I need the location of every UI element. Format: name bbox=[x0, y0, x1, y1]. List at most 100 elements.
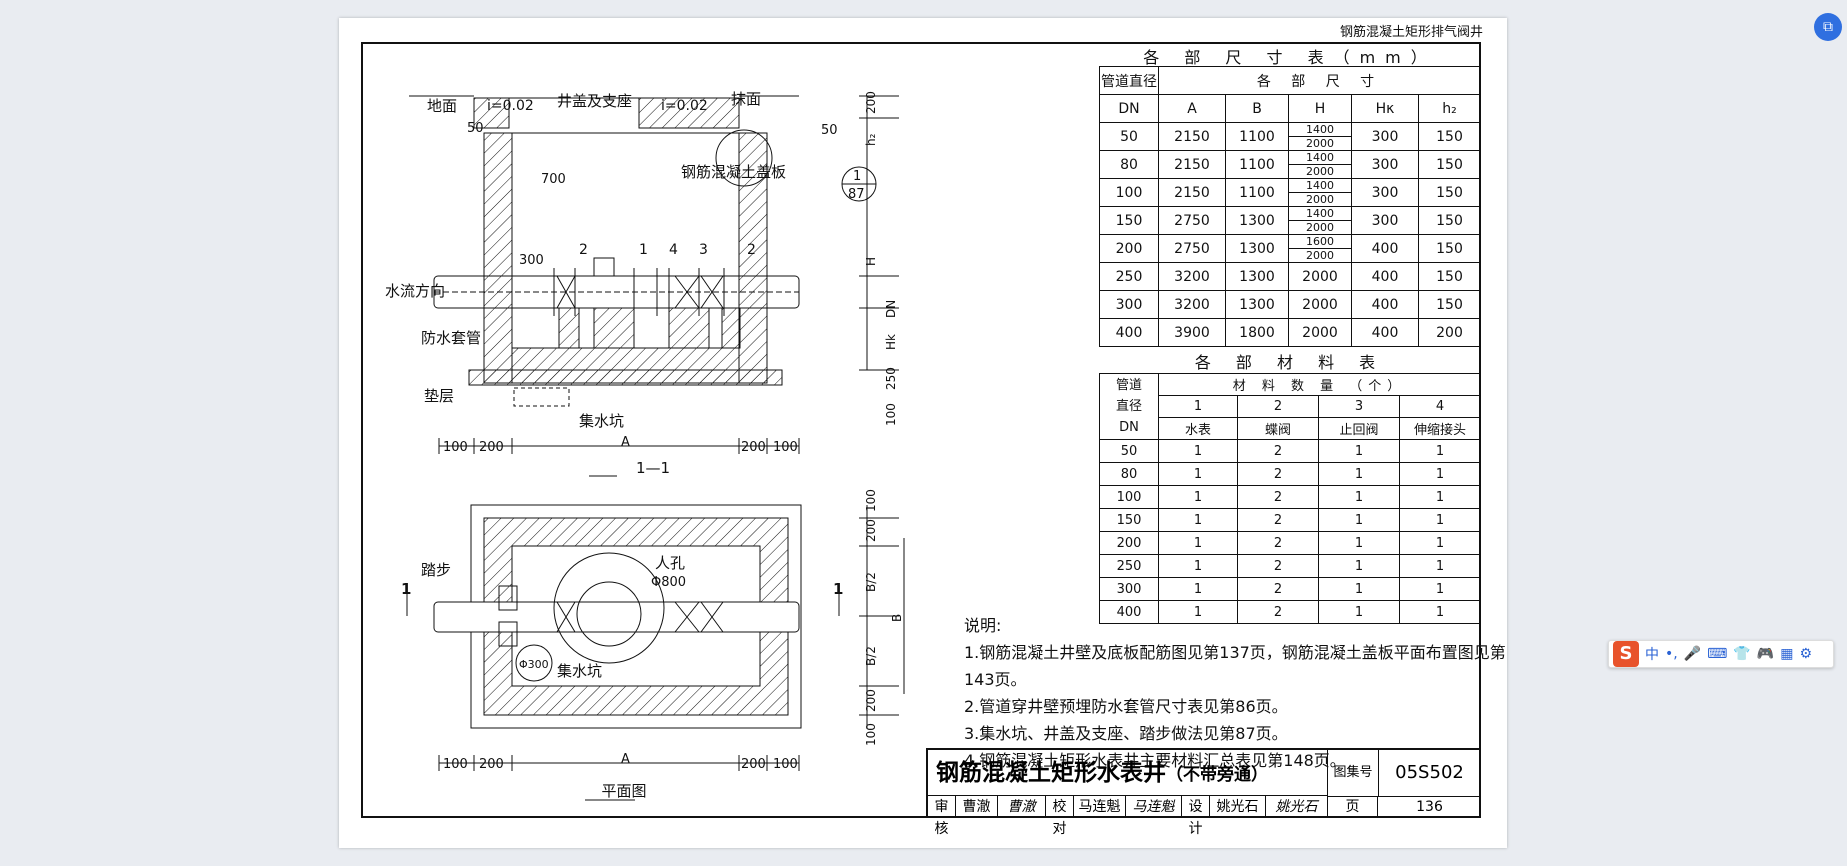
dim-100-v: 100 bbox=[884, 403, 898, 426]
plan-dim-200-top: 200 bbox=[864, 519, 878, 542]
mat-head-pipe-1: 管道 bbox=[1115, 378, 1142, 393]
cell: 300 bbox=[1099, 290, 1159, 319]
item-2a: 2 bbox=[579, 242, 588, 258]
cell: 250 bbox=[1099, 262, 1159, 291]
cell: 150 bbox=[1418, 234, 1481, 263]
cell: 400 bbox=[1099, 318, 1159, 347]
microphone-icon[interactable]: 🎤 bbox=[1683, 646, 1702, 662]
floating-tool-icon[interactable]: ⧉ bbox=[1814, 13, 1842, 41]
label-sump-dia: Φ300 bbox=[519, 658, 549, 671]
atlas-label: 图集号 bbox=[1328, 750, 1379, 797]
drawing-title-main: 钢筋混凝土矩形水表井 bbox=[936, 760, 1166, 786]
cell: 1 bbox=[1399, 577, 1481, 601]
cell: 3200 bbox=[1158, 290, 1226, 319]
section-title: 1—1 bbox=[636, 459, 670, 477]
cell: 200 bbox=[1099, 234, 1159, 263]
dim-col-row: DN A B H Hκ h₂ bbox=[1099, 94, 1481, 123]
cell: 100 bbox=[1099, 485, 1159, 509]
dim-300: 300 bbox=[519, 253, 544, 268]
dim-DN: DN bbox=[884, 300, 898, 318]
cell: 1 bbox=[1158, 554, 1238, 578]
cell: 2 bbox=[1237, 395, 1319, 418]
ime-language-toggle[interactable]: 中 bbox=[1645, 647, 1659, 663]
plan-dim-100-bottom: 100 bbox=[864, 723, 878, 746]
technical-drawing: 地面 i=0.02 井盖及支座 i=0.02 抹面 钢筋混凝土盖板 1 87 水… bbox=[385, 90, 905, 801]
title-block: 钢筋混凝土矩形水表井（不带旁通） 图集号 05S502 审核 曹澈 曹澈 校对 … bbox=[926, 748, 1481, 837]
mat-head-pipe-3: DN bbox=[1119, 420, 1139, 435]
cell-bottom: 2000 bbox=[1306, 165, 1334, 178]
skin-icon[interactable]: 👕 bbox=[1733, 646, 1751, 662]
cell: 150 bbox=[1418, 178, 1481, 207]
cell: 1 bbox=[1399, 439, 1481, 463]
cell: 150 bbox=[1099, 508, 1159, 532]
page-number: 136 bbox=[1416, 799, 1443, 815]
mat-head-pipe-2: 直径 bbox=[1115, 399, 1142, 414]
dim-col-a: A bbox=[1158, 94, 1226, 123]
label-slope-right: i=0.02 bbox=[661, 98, 708, 114]
dim-200-v: 200 bbox=[864, 91, 878, 114]
cut-mark-right: 1 bbox=[833, 580, 843, 598]
sogou-logo-icon[interactable]: S bbox=[1613, 641, 1639, 667]
cell: 4 bbox=[1399, 395, 1481, 418]
ime-toolbar[interactable]: S 中 •, 🎤 ⌨ 👕 🎮 ▦ ⚙ bbox=[1608, 640, 1834, 668]
settings-gear-icon[interactable]: ⚙ bbox=[1799, 646, 1813, 662]
cell: 80 bbox=[1099, 462, 1159, 486]
cell: 水表 bbox=[1158, 417, 1238, 440]
dim-250: 250 bbox=[884, 367, 898, 390]
cell: 200 bbox=[1418, 318, 1481, 347]
cell: 300 bbox=[1099, 577, 1159, 601]
plan-dim-A: A bbox=[621, 752, 630, 767]
game-icon[interactable]: 🎮 bbox=[1756, 646, 1775, 662]
note-item: 1.钢筋混凝土井壁及底板配筋图见第137页，钢筋混凝土盖板平面布置图见第143页… bbox=[964, 643, 1506, 689]
cell-bottom: 2000 bbox=[1306, 137, 1334, 150]
cell: 300 bbox=[1351, 206, 1419, 235]
dim-700: 700 bbox=[541, 172, 566, 187]
cell: 1 bbox=[1318, 531, 1400, 555]
dim-col-dn: DN bbox=[1099, 94, 1159, 123]
cell: 1 bbox=[1158, 485, 1238, 509]
cell: 1 bbox=[1318, 577, 1400, 601]
cell: 2150 bbox=[1158, 122, 1226, 151]
cell: 1 bbox=[1399, 554, 1481, 578]
cell: 250 bbox=[1099, 554, 1159, 578]
ime-punctuation-toggle[interactable]: •, bbox=[1665, 646, 1678, 662]
drawing-sheet: 钢筋混凝土矩形排气阀井 bbox=[339, 18, 1507, 848]
cell: 蝶阀 bbox=[1237, 417, 1319, 440]
plan-dim-b2a: B/2 bbox=[864, 572, 878, 592]
cell-top: 1600 bbox=[1289, 235, 1351, 249]
cell: 80 bbox=[1099, 150, 1159, 179]
cell-top: 1400 bbox=[1289, 151, 1351, 165]
dim-col-h: H bbox=[1288, 94, 1352, 123]
review-name: 曹澈 bbox=[956, 796, 998, 818]
item-3: 3 bbox=[699, 242, 708, 258]
cell: 150 bbox=[1418, 122, 1481, 151]
check-name: 马连魁 bbox=[1074, 796, 1126, 818]
cell-top: 1400 bbox=[1289, 179, 1351, 193]
dim-200-b: 200 bbox=[741, 440, 766, 455]
design-signature: 姚光石 bbox=[1266, 796, 1328, 818]
cell: 1800 bbox=[1225, 318, 1289, 347]
label-finish: 抹面 bbox=[731, 90, 761, 108]
label-flow-direction: 水流方向 bbox=[385, 282, 445, 300]
keyboard-icon[interactable]: ⌨ bbox=[1707, 646, 1728, 662]
dim-head-pipe: 管道直径 bbox=[1099, 66, 1159, 95]
cell: 1 bbox=[1318, 462, 1400, 486]
note-item: 2.管道穿井壁预埋防水套管尺寸表见第86页。 bbox=[964, 697, 1288, 716]
cell: 1 bbox=[1318, 485, 1400, 509]
notes: 说明: 1.钢筋混凝土井壁及底板配筋图见第137页，钢筋混凝土盖板平面布置图见第… bbox=[964, 612, 1507, 774]
cut-mark-left: 1 bbox=[401, 580, 411, 598]
cell: 400 bbox=[1351, 290, 1419, 319]
plan-title: 平面图 bbox=[601, 782, 646, 800]
apps-grid-icon[interactable]: ▦ bbox=[1780, 646, 1794, 662]
